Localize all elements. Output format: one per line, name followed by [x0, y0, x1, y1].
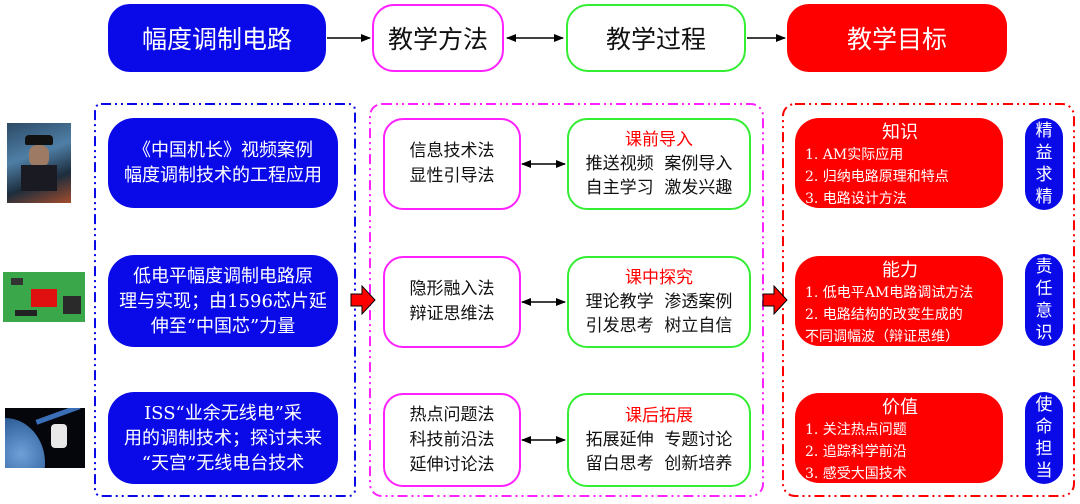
value-pill-3: 使 命 担 当 — [1025, 392, 1063, 484]
pilot-cap-icon — [25, 135, 53, 145]
process-box-1: 课前导入 推送视频 案例导入 自主学习 激发兴趣 — [567, 118, 751, 210]
solar-panel-icon — [35, 408, 81, 425]
process-1-line-1: 推送视频 案例导入 — [585, 154, 733, 174]
case-3-line-3: “天宫”无线电台技术 — [141, 452, 305, 474]
process-1-line-2: 自主学习 激发兴趣 — [585, 178, 733, 198]
case-2-line-1: 低电平幅度调制电路原 — [133, 265, 313, 287]
goal-box-ability: 能力 1. 低电平AM电路调试方法 2. 电路结构的改变生成的 不同调幅波（辩证… — [795, 256, 1003, 346]
process-1-title: 课前导入 — [625, 130, 693, 150]
movie-poster-image — [7, 123, 71, 203]
goal-1-line-2: 2. 归纳电路原理和特点 — [805, 169, 949, 185]
value-1-char-3: 求 — [1035, 165, 1053, 185]
goal-group-outline — [782, 103, 1075, 497]
method-3-line-1: 热点问题法 — [409, 404, 495, 425]
case-box-2: 低电平幅度调制电路原 理与实现；由1596芯片延 伸至“中国芯”力量 — [108, 255, 338, 347]
value-2-char-2: 任 — [1035, 279, 1053, 299]
goal-box-knowledge: 知识 1. AM实际应用 2. 归纳电路原理和特点 3. 电路设计方法 — [795, 118, 1003, 208]
case-2-line-2: 理与实现；由1596芯片延 — [119, 290, 327, 312]
method-3-line-2: 科技前沿法 — [409, 429, 495, 450]
value-pill-2: 责 任 意 识 — [1025, 254, 1063, 346]
value-2-char-4: 识 — [1035, 323, 1053, 343]
module-icon — [51, 424, 67, 448]
method-1-line-2: 显性引导法 — [409, 166, 495, 186]
process-box-2: 课中探究 理论教学 渗透案例 引发思考 树立自信 — [567, 256, 751, 348]
goal-3-title: 价值 — [882, 397, 918, 418]
method-2-line-2: 辩证思维法 — [409, 304, 495, 324]
space-station-image — [5, 408, 85, 468]
method-box-1: 信息技术法 显性引导法 — [383, 118, 521, 210]
value-3-char-3: 担 — [1035, 439, 1053, 459]
china-flag-chip-icon — [31, 289, 57, 307]
method-3-line-3: 延伸讨论法 — [409, 454, 495, 475]
block-arrow-process-to-goals — [762, 284, 788, 316]
process-3-title: 课后拓展 — [625, 406, 693, 426]
value-3-char-2: 命 — [1035, 417, 1053, 437]
value-2-char-1: 责 — [1035, 257, 1053, 277]
process-2-title: 课中探究 — [625, 268, 693, 288]
value-3-char-1: 使 — [1035, 395, 1053, 415]
case-box-3: ISS“业余无线电”采 用的调制技术；探讨未来 “天宫”无线电台技术 — [108, 392, 338, 484]
block-arrow-cases-to-process — [350, 284, 376, 316]
header-process: 教学过程 — [566, 4, 746, 72]
goal-1-line-3: 3. 电路设计方法 — [805, 191, 907, 207]
method-2-line-1: 隐形融入法 — [409, 279, 495, 299]
method-1-line-1: 信息技术法 — [409, 141, 495, 161]
earth-icon — [5, 418, 45, 468]
goal-2-line-1: 1. 低电平AM电路调试方法 — [805, 285, 974, 301]
value-3-char-4: 当 — [1035, 461, 1053, 481]
header-goal: 教学目标 — [787, 4, 1007, 72]
case-2-line-3: 伸至“中国芯”力量 — [150, 315, 296, 337]
pilot-face-icon — [29, 145, 49, 167]
case-3-line-2: 用的调制技术；探讨未来 — [124, 427, 322, 449]
goal-3-line-3: 3. 感受大国技术 — [805, 466, 907, 482]
process-3-line-1: 拓展延伸 专题讨论 — [585, 430, 733, 450]
ic-chip-icon — [63, 296, 81, 314]
process-3-line-2: 留白思考 创新培养 — [585, 454, 733, 474]
component-icon — [11, 278, 23, 285]
goal-2-line-2: 2. 电路结构的改变生成的 — [805, 307, 963, 323]
header-topic-label: 幅度调制电路 — [141, 25, 292, 54]
method-box-3: 热点问题法 科技前沿法 延伸讨论法 — [383, 393, 521, 487]
value-pill-1: 精 益 求 精 — [1025, 118, 1063, 210]
value-2-char-3: 意 — [1035, 301, 1053, 321]
goal-1-title: 知识 — [882, 122, 918, 143]
pilot-uniform-icon — [21, 165, 57, 191]
header-method: 教学方法 — [372, 4, 504, 72]
goal-box-value: 价值 1. 关注热点问题 2. 追踪科学前沿 3. 感受大国技术 — [795, 393, 1003, 483]
process-box-3: 课后拓展 拓展延伸 专题讨论 留白思考 创新培养 — [567, 393, 751, 487]
value-1-char-1: 精 — [1035, 121, 1053, 141]
chip-board-image — [3, 272, 85, 322]
method-box-2: 隐形融入法 辩证思维法 — [383, 256, 521, 348]
case-1-line-1: 《中国机长》视频案例 — [133, 140, 313, 161]
value-1-char-2: 益 — [1035, 143, 1053, 163]
header-pins-icon — [15, 310, 37, 316]
goal-1-line-1: 1. AM实际应用 — [805, 147, 904, 163]
goal-2-title: 能力 — [882, 260, 918, 281]
case-box-1: 《中国机长》视频案例 幅度调制技术的工程应用 — [108, 118, 338, 208]
header-method-label: 教学方法 — [387, 25, 488, 54]
process-2-line-1: 理论教学 渗透案例 — [585, 292, 733, 312]
case-1-line-2: 幅度调制技术的工程应用 — [124, 165, 322, 186]
goal-3-line-1: 1. 关注热点问题 — [805, 422, 907, 438]
goal-2-line-3: 不同调幅波（辩证思维） — [805, 329, 959, 345]
process-2-line-2: 引发思考 树立自信 — [585, 316, 733, 336]
value-1-char-4: 精 — [1035, 187, 1053, 207]
header-process-label: 教学过程 — [605, 25, 706, 54]
goal-3-line-2: 2. 追踪科学前沿 — [805, 444, 907, 460]
case-3-line-1: ISS“业余无线电”采 — [144, 402, 302, 424]
header-topic: 幅度调制电路 — [108, 4, 326, 72]
header-goal-label: 教学目标 — [846, 25, 947, 54]
